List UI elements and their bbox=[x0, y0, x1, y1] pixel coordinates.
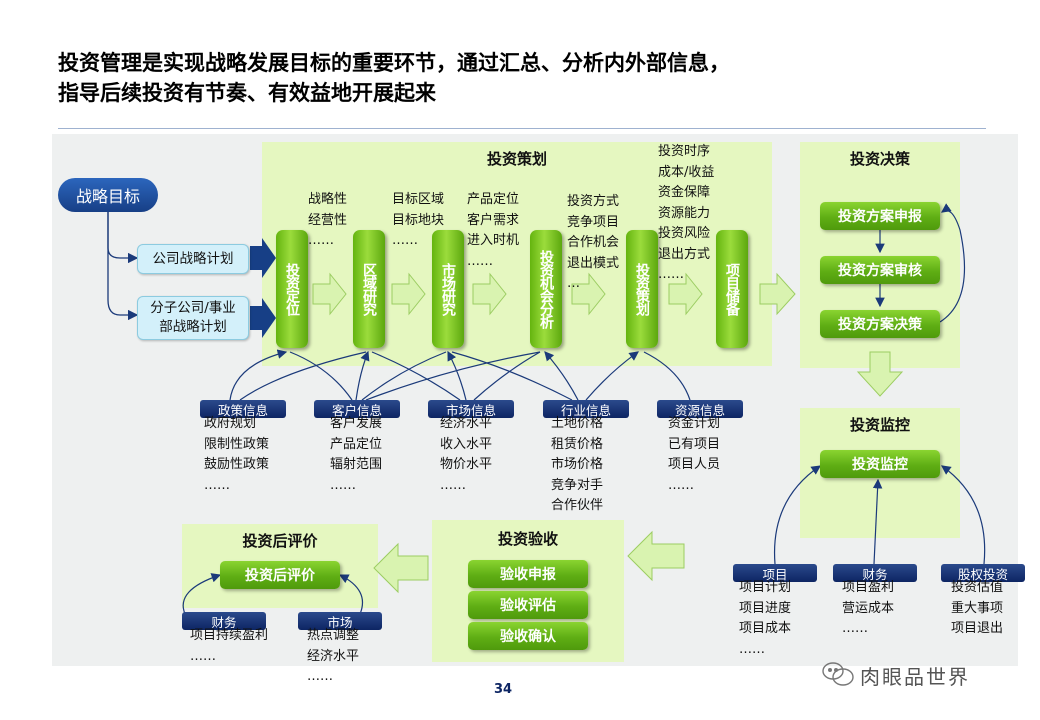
tag-policy-info: 政策信息 bbox=[200, 400, 286, 418]
info-market-to-s3 bbox=[447, 350, 467, 401]
watermark: 肉眼品世界 bbox=[820, 660, 970, 690]
info-policy-to-s1 bbox=[229, 349, 288, 401]
note-regional: 目标区域 目标地块 …… bbox=[392, 192, 445, 248]
list-customer-info: 客户发展 产品定位 辐射范围 …… bbox=[330, 416, 383, 493]
strategy-goal: 战略目标 bbox=[58, 178, 158, 212]
note-market: 产品定位 客户需求 进入时机 …… bbox=[467, 192, 520, 269]
company-strategy-plan: 公司战略计划 bbox=[137, 244, 249, 274]
tag-post-eval-market: 市场 bbox=[298, 612, 382, 630]
company-plan-arrow bbox=[250, 238, 276, 278]
tag-monitor-project: 项目 bbox=[733, 564, 817, 582]
company-strategy-label: 公司战略计划 bbox=[152, 250, 234, 267]
info-policy-to-s2 bbox=[239, 351, 367, 401]
acceptance-step-confirm: 验收确认 bbox=[468, 622, 588, 650]
info-customer-to-s3 bbox=[361, 351, 447, 401]
to-monitor-arrow bbox=[856, 351, 904, 397]
sub-plan-arrow bbox=[250, 298, 276, 338]
list-monitor-equity: 投资估值 重大事项 项目退出 bbox=[951, 580, 1004, 636]
tag-customer-info: 客户信息 bbox=[314, 400, 400, 418]
acceptance-title: 投资验收 bbox=[497, 530, 558, 548]
to-post-eval-arrow bbox=[373, 542, 429, 594]
goal-to-company-line bbox=[107, 212, 139, 264]
monitor-title: 投资监控 bbox=[849, 416, 910, 434]
tag-market-info: 市场信息 bbox=[428, 400, 514, 418]
sub-strategy-label-2: 部战略计划 bbox=[159, 319, 227, 335]
decision-step-decide: 投资方案决策 bbox=[820, 310, 940, 338]
monitor-button: 投资监控 bbox=[820, 450, 940, 478]
title-line-2: 指导后续投资有节奏、有效益地开展起来 bbox=[58, 81, 436, 105]
monitor-line-finance bbox=[872, 478, 883, 565]
stage-investment-positioning: 投资定位 bbox=[276, 230, 308, 348]
title-line-1: 投资管理是实现战略发展目标的重要环节，通过汇总、分析内外部信息， bbox=[58, 51, 730, 75]
to-decision-arrow bbox=[759, 272, 796, 316]
monitor-line-equity bbox=[941, 465, 986, 565]
watermark-logo-icon bbox=[822, 662, 854, 686]
stage-arrow-1 bbox=[312, 272, 347, 316]
tag-monitor-equity: 股权投资 bbox=[941, 564, 1025, 582]
stage-arrow-5 bbox=[668, 272, 703, 316]
info-resource-to-s5 bbox=[643, 351, 691, 401]
page-title: 投资管理是实现战略发展目标的重要环节，通过汇总、分析内外部信息， 指导后续投资有… bbox=[58, 48, 958, 108]
list-post-eval-market: 热点调整 经济水平 …… bbox=[307, 628, 360, 684]
stage-arrow-4 bbox=[571, 272, 606, 316]
decision-title: 投资决策 bbox=[849, 150, 910, 168]
stage-investment-planning: 投资策划 bbox=[626, 230, 658, 348]
list-monitor-finance: 项目盈利 营运成本 …… bbox=[842, 580, 895, 636]
acceptance-step-apply: 验收申报 bbox=[468, 560, 588, 588]
monitor-line-project bbox=[773, 465, 821, 565]
watermark-icon bbox=[820, 660, 854, 690]
stage-arrow-3 bbox=[472, 272, 507, 316]
list-resource-info: 资金计划 已有项目 项目人员 …… bbox=[668, 416, 721, 493]
info-customer-to-s4 bbox=[365, 351, 541, 401]
stage-regional-research: 区域研究 bbox=[353, 230, 385, 348]
list-monitor-project: 项目计划 项目进度 项目成本 …… bbox=[739, 580, 792, 657]
planning-title: 投资策划 bbox=[486, 150, 547, 168]
tag-industry-info: 行业信息 bbox=[543, 400, 629, 418]
decision-step-apply: 投资方案申报 bbox=[820, 202, 940, 230]
list-industry-info: 土地价格 租赁价格 市场价格 竞争对手 合作伙伴 bbox=[551, 416, 604, 513]
tag-resource-info: 资源信息 bbox=[657, 400, 743, 418]
page-number: 34 bbox=[494, 682, 513, 697]
post-eval-title: 投资后评价 bbox=[242, 532, 318, 550]
stage-arrow-2 bbox=[391, 272, 426, 316]
post-eval-line-market bbox=[338, 574, 364, 615]
to-acceptance-arrow bbox=[627, 530, 685, 582]
title-divider bbox=[58, 128, 986, 129]
tag-monitor-finance: 财务 bbox=[833, 564, 917, 582]
info-market-to-s4 bbox=[473, 351, 541, 401]
acceptance-step-evaluate: 验收评估 bbox=[468, 591, 588, 619]
list-post-eval-finance: 项目持续盈利 …… bbox=[190, 628, 269, 664]
info-industry-to-s5 bbox=[585, 351, 639, 401]
stage-opportunity-analysis: 投资机会分析 bbox=[530, 230, 562, 348]
watermark-text: 肉眼品世界 bbox=[860, 664, 970, 689]
tag-post-eval-finance: 财务 bbox=[182, 612, 266, 630]
info-market-to-s2 bbox=[371, 351, 461, 401]
stage-project-reserve: 项目储备 bbox=[716, 230, 748, 348]
post-eval-button: 投资后评价 bbox=[220, 561, 340, 589]
post-eval-line-finance bbox=[182, 573, 222, 615]
note-opportunity: 投资方式 竞争项目 合作机会 退出模式 … bbox=[567, 194, 620, 291]
sub-strategy-plan: 分子公司/事业 部战略计划 bbox=[137, 296, 249, 340]
sub-strategy-label-1: 分子公司/事业 bbox=[150, 300, 236, 316]
decision-loop-line bbox=[939, 203, 966, 323]
stage-market-research: 市场研究 bbox=[432, 230, 464, 348]
info-customer-to-s1 bbox=[289, 351, 353, 401]
info-industry-to-s4 bbox=[544, 351, 579, 401]
note-positioning: 战略性 经营性 …… bbox=[308, 192, 348, 248]
list-market-info: 经济水平 收入水平 物价水平 …… bbox=[440, 416, 493, 493]
list-policy-info: 政府规划 限制性政策 鼓励性政策 …… bbox=[204, 416, 270, 493]
note-planning: 投资时序 成本/收益 资金保障 资源能力 投资风险 退出方式 …… bbox=[658, 144, 715, 282]
planning-panel bbox=[262, 142, 772, 366]
goal-to-sub-line bbox=[107, 212, 139, 321]
info-industry-to-s3 bbox=[451, 351, 573, 401]
decision-step-review: 投资方案审核 bbox=[820, 256, 940, 284]
info-customer-to-s2 bbox=[355, 350, 370, 401]
